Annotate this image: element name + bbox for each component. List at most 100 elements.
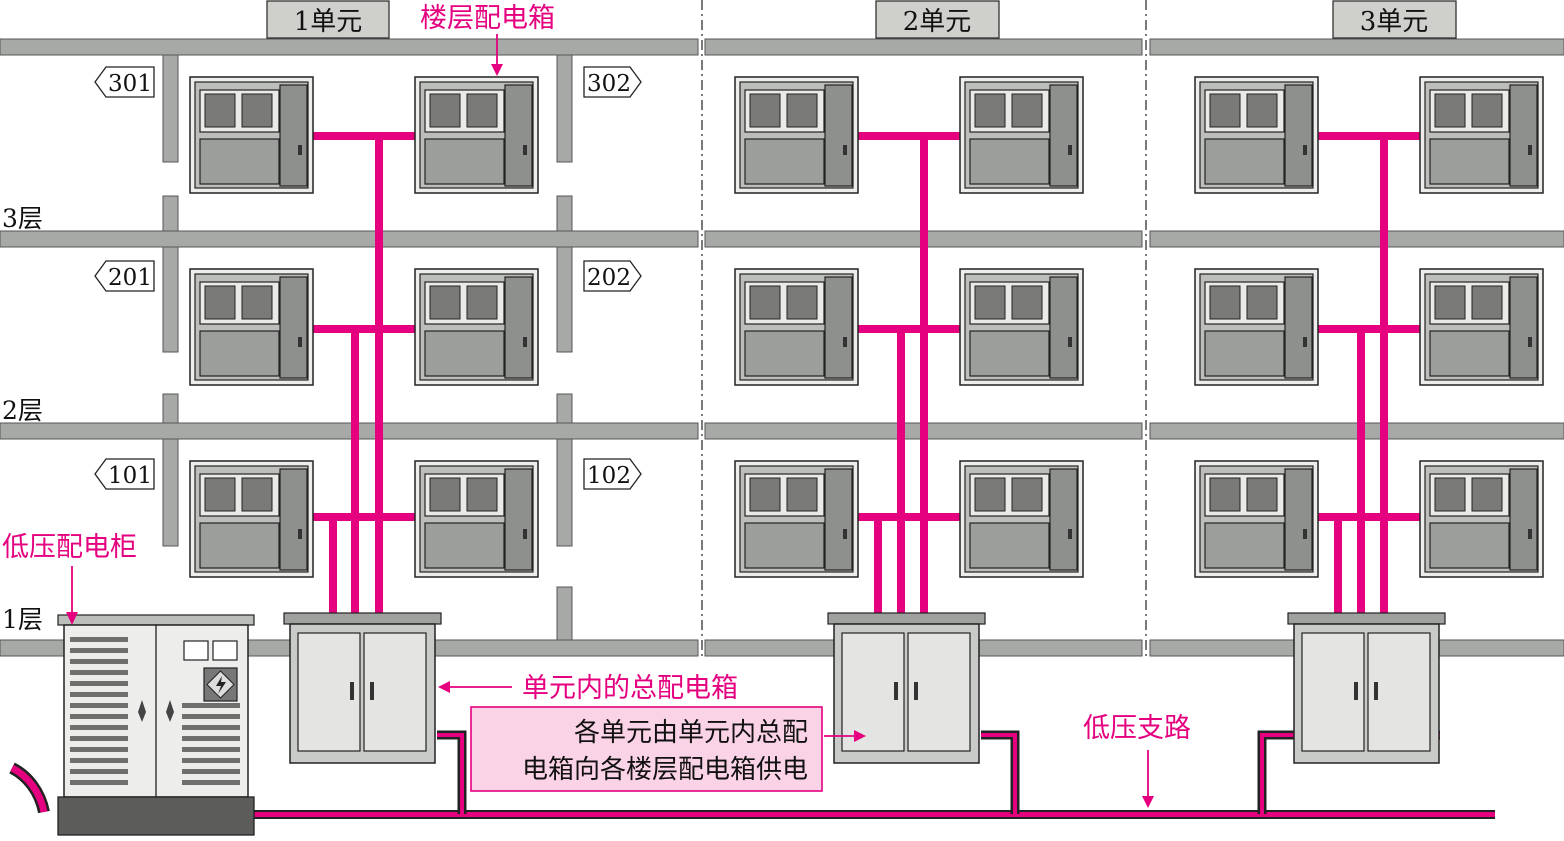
breaker-panel — [1204, 522, 1285, 569]
door-handle — [1068, 337, 1072, 347]
feeder-wire — [310, 325, 417, 333]
meter — [1209, 285, 1241, 320]
note-line-2: 电箱向各楼层配电箱供电 — [522, 755, 808, 785]
riser-wire — [920, 132, 928, 613]
meter — [1246, 285, 1278, 320]
door-handle — [1528, 145, 1532, 155]
meter — [749, 285, 781, 320]
box-door — [1509, 276, 1538, 379]
main-box-door-right — [363, 632, 427, 752]
meter — [1434, 477, 1466, 512]
riser-wire — [329, 513, 337, 613]
floor-distribution-box — [189, 460, 314, 578]
door-handle — [1303, 145, 1307, 155]
unit-label-2: 2单元 — [903, 7, 972, 37]
meter — [974, 93, 1006, 128]
unit-plate-3 — [1332, 0, 1457, 39]
box-door — [504, 276, 533, 379]
breaker-panel — [1429, 330, 1510, 377]
cabinet-handle — [166, 700, 174, 722]
door-handle — [1528, 337, 1532, 347]
door-handle — [1528, 529, 1532, 539]
cabinet-vent — [70, 725, 128, 730]
room-tag-101 — [94, 458, 155, 490]
cabinet-vent — [70, 769, 128, 774]
meter — [974, 477, 1006, 512]
cabinet-vent — [182, 769, 240, 774]
meter — [204, 93, 236, 128]
box-door — [504, 468, 533, 571]
breaker-panel — [1204, 330, 1285, 377]
main-box-top — [283, 612, 442, 625]
door-handle — [843, 529, 847, 539]
lv-branch-trunk — [250, 812, 1495, 817]
room-number-101: 101 — [108, 463, 152, 489]
door-handle — [523, 529, 527, 539]
door-handle — [298, 529, 302, 539]
cabinet-vent — [70, 681, 128, 686]
breaker-panel — [1429, 522, 1510, 569]
breaker-panel — [969, 138, 1050, 185]
meter — [241, 285, 273, 320]
main-box-door-right — [907, 632, 971, 752]
cabinet-top — [57, 614, 255, 626]
main-box-door-left — [1301, 632, 1365, 752]
main-box-handle — [350, 682, 354, 700]
main-box-top — [827, 612, 986, 625]
floor-distribution-box — [959, 460, 1084, 578]
breaker-panel — [424, 522, 505, 569]
breaker-panel — [424, 138, 505, 185]
riser-wire — [1357, 325, 1365, 613]
floor-slab — [0, 422, 699, 440]
main-box-top — [1287, 612, 1446, 625]
partition-wall — [162, 54, 179, 163]
floor-distribution-box — [734, 460, 859, 578]
room-tag-301 — [94, 66, 155, 98]
floor-distribution-box — [1419, 268, 1544, 386]
floor-distribution-box — [414, 268, 539, 386]
box-door — [1284, 84, 1313, 187]
box-door — [279, 276, 308, 379]
lv-branch-label: 低压支路 — [1083, 713, 1191, 744]
door-handle — [523, 145, 527, 155]
floor-distribution-box — [414, 460, 539, 578]
cabinet-vent — [182, 725, 240, 730]
meter — [204, 285, 236, 320]
main-box-handle — [894, 682, 898, 700]
meter — [1434, 285, 1466, 320]
floor-distribution-box — [959, 268, 1084, 386]
main-box-handle — [370, 682, 374, 700]
box-door — [1284, 468, 1313, 571]
room-number-302: 302 — [587, 71, 631, 97]
meter — [466, 285, 498, 320]
floor-box-label: 楼层配电箱 — [420, 3, 555, 34]
partition-wall — [556, 393, 573, 424]
meter — [1011, 93, 1043, 128]
floor-label-3: 3层 — [2, 204, 43, 233]
cabinet-vent — [70, 692, 128, 697]
main-box-door-left — [297, 632, 361, 752]
feeder-wire — [310, 513, 417, 521]
floor-slab — [1149, 38, 1564, 56]
floor-distribution-box — [959, 76, 1084, 194]
partition-wall — [556, 586, 573, 641]
lightning-icon — [216, 676, 226, 694]
cabinet-vent — [182, 758, 240, 763]
box-door — [1049, 276, 1078, 379]
feeder-wire — [855, 513, 961, 521]
cabinet-vent — [70, 736, 128, 741]
cabinet-meter — [212, 640, 238, 661]
partition-wall — [162, 393, 179, 424]
floor-distribution-box — [1194, 76, 1319, 194]
feeder-wire — [310, 132, 417, 140]
riser-wire — [351, 325, 359, 613]
feeder-wire — [855, 325, 961, 333]
box-door — [279, 84, 308, 187]
cabinet-meter — [183, 640, 209, 661]
note-line-1: 各单元由单元内总配 — [574, 718, 808, 748]
cabinet-vent — [182, 736, 240, 741]
meter — [749, 93, 781, 128]
riser-wire — [897, 325, 905, 613]
meter — [1246, 93, 1278, 128]
